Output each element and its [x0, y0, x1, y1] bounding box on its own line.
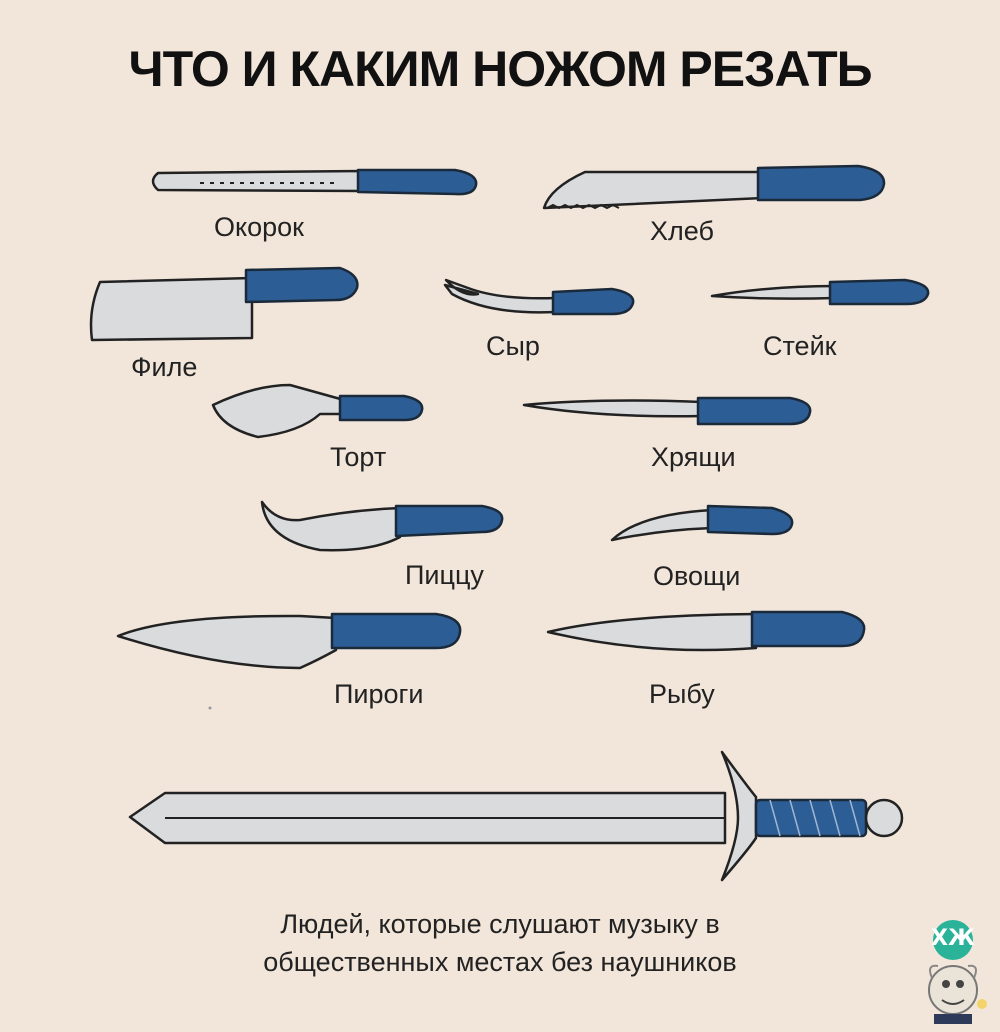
- pizza-knife-icon: [260, 500, 504, 552]
- caption: Людей, которые слушают музыку в обществе…: [150, 905, 850, 981]
- label-ham: Окорок: [214, 212, 304, 242]
- ham-knife-icon: [151, 168, 478, 196]
- label-pizza: Пиццу: [405, 560, 484, 590]
- cartilage-knife-icon: [522, 396, 812, 426]
- page-title: ЧТО И КАКИМ НОЖОМ РЕЗАТЬ: [128, 41, 872, 97]
- label-cartilage: Хрящи: [651, 442, 736, 472]
- speck-icon: [208, 706, 212, 710]
- label-vegetables: Овощи: [653, 561, 741, 591]
- bread-knife-icon: [542, 164, 886, 210]
- caption-line-2: общественных местах без наушников: [263, 947, 737, 977]
- watermark-icon: [928, 920, 987, 1024]
- label-pies: Пироги: [334, 679, 424, 709]
- cake-knife-icon: [211, 383, 424, 439]
- cheese-knife-icon: [443, 278, 635, 316]
- sword-icon: [128, 750, 904, 882]
- fish-knife-icon: [546, 610, 866, 652]
- label-cheese: Сыр: [486, 331, 540, 361]
- fillet-cleaver-icon: [89, 266, 359, 342]
- pie-knife-icon: [116, 612, 462, 670]
- watermark-badge: ХЖ: [922, 918, 992, 1026]
- label-fillet: Филе: [131, 352, 198, 382]
- label-cake: Торт: [330, 442, 387, 472]
- steak-knife-icon: [710, 278, 930, 306]
- watermark-text: ХЖ: [931, 926, 975, 951]
- caption-line-1: Людей, которые слушают музыку в: [280, 909, 720, 939]
- label-fish: Рыбу: [649, 679, 715, 709]
- label-bread: Хлеб: [650, 216, 714, 246]
- label-steak: Стейк: [763, 331, 837, 361]
- vegetable-knife-icon: [610, 504, 794, 542]
